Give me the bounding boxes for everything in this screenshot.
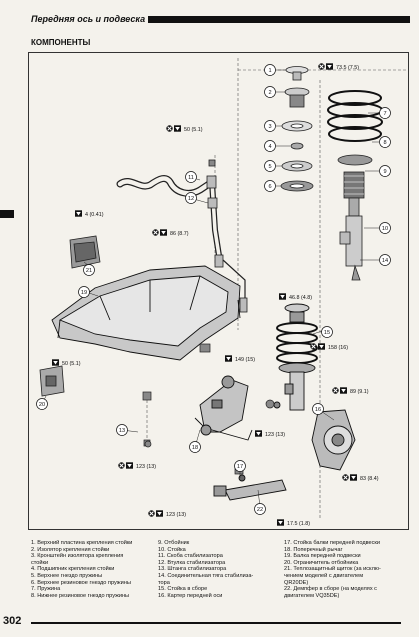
legend-column-3: 17. Стойка балки передней подвески 18. П… — [284, 540, 381, 599]
callout-12: 12 — [188, 196, 194, 202]
torque-label-14: 17.5 (1.8) — [287, 521, 310, 527]
legend-item: 12. Втулка стабилизатора — [158, 559, 226, 566]
rebound-stopper-20 — [39, 365, 65, 397]
legend-item: 2. Изолятор крепления стойки — [31, 546, 110, 553]
torque-label-11: 123 (13) — [136, 464, 156, 470]
bracket-17 — [69, 235, 101, 269]
page-header: Передняя ось и подвеска — [0, 6, 419, 24]
callout-1: 1 — [268, 68, 271, 74]
torque-label-12: 83 (8.4) — [360, 476, 379, 482]
callout-18: 18 — [192, 445, 198, 451]
page-number: 302 — [3, 615, 22, 627]
callout-5: 5 — [268, 164, 271, 170]
callout-10: 10 — [382, 226, 388, 232]
torque-label-8: 149 (15) — [235, 357, 255, 363]
callout-markers — [36, 64, 391, 515]
legend-item: 18. Поперечный рычаг — [284, 546, 343, 553]
callout-20: 20 — [39, 402, 45, 408]
stabilizer-bar — [116, 174, 223, 265]
callout-22: 22 — [257, 507, 263, 513]
callout-8: 8 — [383, 140, 386, 146]
suspension-crossmember-19 — [51, 265, 241, 361]
coil-spring-7 — [327, 90, 383, 142]
torque-label-4: 86 (8.7) — [170, 231, 189, 237]
legend-item: 9. Отбойник — [158, 540, 190, 546]
callout-16: 16 — [315, 407, 321, 413]
legend-item: 7. Пружина — [31, 586, 61, 593]
callout-4: 4 — [268, 144, 271, 150]
torque-label-7: 50 (5.1) — [62, 361, 81, 367]
section-title: КОМПОНЕНТЫ — [31, 38, 91, 47]
legend-item: 20. Ограничитель отбойника — [284, 559, 359, 566]
callout-19: 19 — [81, 290, 87, 296]
callout-3: 3 — [268, 124, 271, 130]
callout-21: 21 — [86, 268, 92, 274]
torque-label-13: 123 (13) — [166, 512, 186, 518]
legend-item: 17. Стойка балки передней подвески — [284, 540, 380, 546]
legend-item: стойки — [31, 559, 49, 566]
torque-label-2: 50 (5.1) — [184, 127, 203, 133]
legend-column-2: 9. Отбойник 10. Стойка 11. Скоба стабили… — [158, 540, 253, 599]
callout-2: 2 — [268, 90, 271, 96]
legend-item: 22. Демпфер в сборе (на моделях с — [284, 586, 377, 593]
callout-15: 15 — [324, 330, 330, 336]
callout-7: 7 — [383, 111, 386, 117]
callout-13: 13 — [119, 428, 125, 434]
callout-11: 11 — [188, 175, 194, 181]
legend-item: 21. Теплозащитный щиток (за исклю- — [284, 566, 381, 573]
legend-item: 8. Нижнее резиновое гнездо пружины — [31, 592, 130, 599]
callout-6: 6 — [268, 184, 271, 190]
diagram-frame — [28, 52, 409, 530]
torque-label-5: 46.8 (4.8) — [289, 295, 312, 301]
legend-item: 1. Верхний пластина крепления стойки — [31, 540, 133, 546]
legend-item: 4. Подшипник крепления стойки — [31, 566, 115, 573]
legend-item: 6. Верхнее резиновое гнездо пружины — [31, 579, 131, 586]
torque-label-6: 158 (16) — [328, 345, 348, 351]
strut-top-parts — [280, 66, 314, 192]
legend-column-1: 1. Верхний пластина крепления стойки 2. … — [31, 540, 132, 599]
legend-item: QR20DE) — [284, 579, 309, 586]
transverse-link-18 — [194, 375, 253, 441]
legend-item: 10. Стойка — [158, 546, 186, 553]
legend-item: 5. Верхнее гнездо пружины — [31, 572, 103, 579]
torque-label-10: 123 (13) — [265, 432, 285, 438]
legend-item: 15. Стойка в сборе — [158, 586, 208, 593]
legend-item: 13. Штанга стабилизатора — [158, 566, 227, 573]
callout-14: 14 — [382, 258, 388, 264]
header-bar — [148, 16, 410, 23]
steering-knuckle-16 — [273, 401, 356, 471]
legend-item: 3. Кронштейн изолятора крепления — [31, 553, 124, 560]
legend-item: чением моделей с двигателем — [284, 572, 364, 579]
legend-item: 16. Картер передней оси — [158, 592, 223, 599]
legend-item: 14. Соединительная тяга стабилиза- — [158, 572, 254, 579]
strut-assembly-15 — [276, 303, 318, 411]
callout-9: 9 — [383, 169, 386, 175]
header-title: Передняя ось и подвеска — [31, 14, 146, 24]
damper-assembly-22 — [213, 474, 287, 501]
legend-item: тора — [158, 579, 170, 586]
torque-label-3: 4 (0.41) — [85, 212, 104, 218]
legend-item: двигателем VQ35DE) — [284, 592, 340, 599]
torque-label-9: 89 (9.1) — [350, 389, 369, 395]
callout-17: 17 — [237, 464, 243, 470]
footer-rule — [31, 622, 401, 624]
torque-label-1: 73.5 (7.5) — [336, 65, 359, 71]
legend-item: 11. Скоба стабилизатора — [158, 553, 223, 560]
margin-tab-marker — [0, 210, 14, 218]
legend-item: 19. Балка передней подвески — [284, 553, 361, 560]
